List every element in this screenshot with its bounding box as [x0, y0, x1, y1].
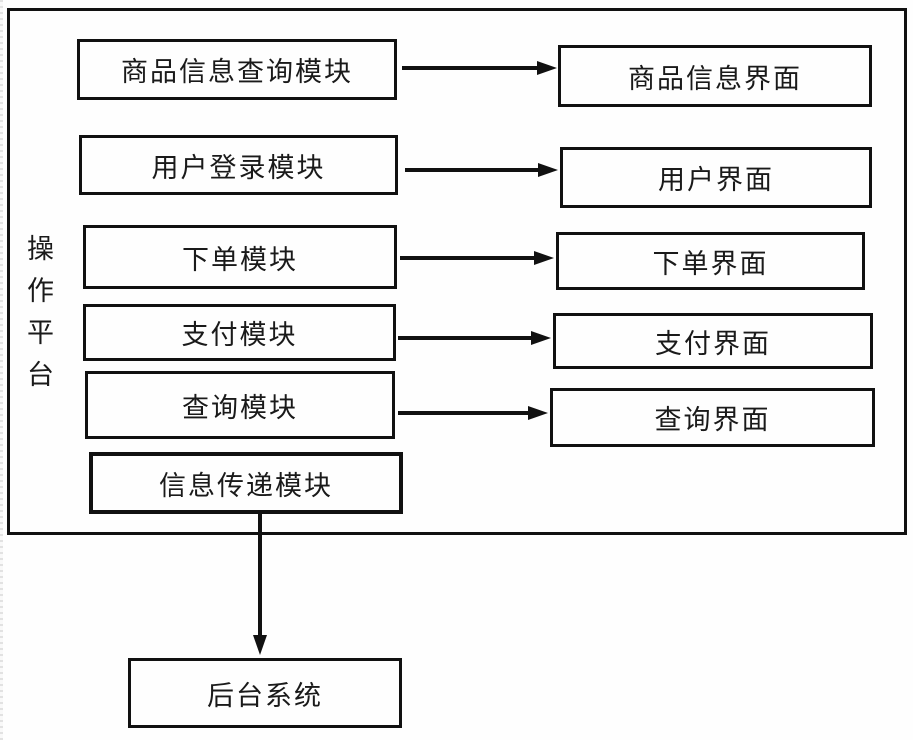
scan-edge-artifact: [0, 0, 3, 740]
down-arrow-connector-backend: [253, 514, 267, 655]
right-arrow-connector-product-info: [402, 61, 557, 75]
operation-platform-container: [7, 8, 907, 535]
module-box-query: 查询模块: [85, 371, 395, 439]
interface-box-product-info: 商品信息界面: [558, 45, 872, 107]
operation-platform-label: 操作平台: [23, 234, 53, 402]
right-arrow-connector-query: [398, 406, 548, 420]
module-box-payment: 支付模块: [83, 304, 396, 361]
module-box-product-info-query: 商品信息查询模块: [77, 39, 397, 100]
right-arrow-connector-user: [405, 163, 558, 177]
interface-box-order: 下单界面: [556, 232, 865, 290]
right-arrow-connector-payment: [398, 331, 551, 345]
module-box-order: 下单模块: [83, 225, 397, 289]
module-box-info-transfer: 信息传递模块: [89, 452, 403, 514]
module-box-user-login: 用户登录模块: [79, 135, 398, 195]
interface-box-payment: 支付界面: [553, 313, 873, 369]
backend-system-box: 后台系统: [128, 658, 402, 728]
interface-box-query: 查询界面: [550, 388, 875, 447]
right-arrow-connector-order: [400, 251, 554, 265]
interface-box-user: 用户界面: [560, 147, 872, 208]
